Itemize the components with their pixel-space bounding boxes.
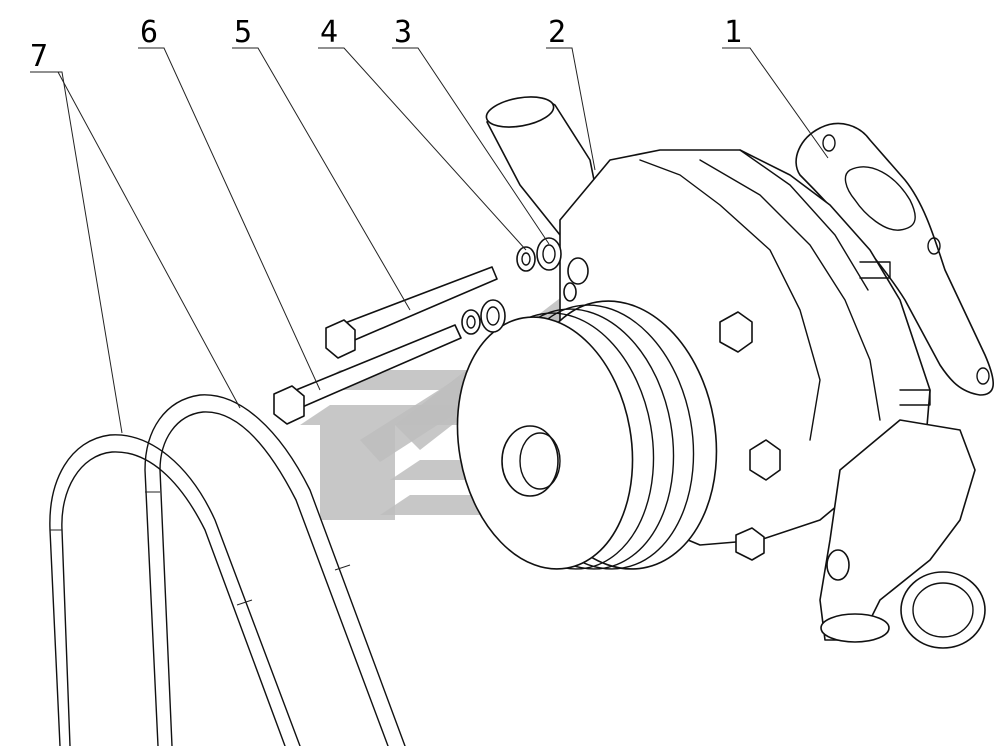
part-7-drive-belts — [49, 394, 406, 746]
callout-7: 7 — [30, 39, 48, 74]
callout-3: 3 — [394, 15, 412, 50]
part-1-gasket — [795, 122, 994, 396]
part-4-lock-washers — [461, 246, 536, 335]
pump-pulley — [456, 300, 718, 570]
part-5-bolt-upper — [325, 266, 498, 359]
callout-5: 5 — [234, 15, 252, 50]
callout-2: 2 — [548, 15, 566, 50]
callout-1: 1 — [724, 15, 742, 50]
part-6-bolt-lower — [273, 324, 462, 425]
callout-4: 4 — [320, 15, 338, 50]
callout-leaders — [30, 47, 829, 434]
callout-labels: 1 2 3 4 5 6 7 — [30, 15, 742, 74]
lower-outlet-elbow — [819, 419, 986, 649]
part-3-washers — [480, 237, 562, 333]
callout-6: 6 — [140, 15, 158, 50]
